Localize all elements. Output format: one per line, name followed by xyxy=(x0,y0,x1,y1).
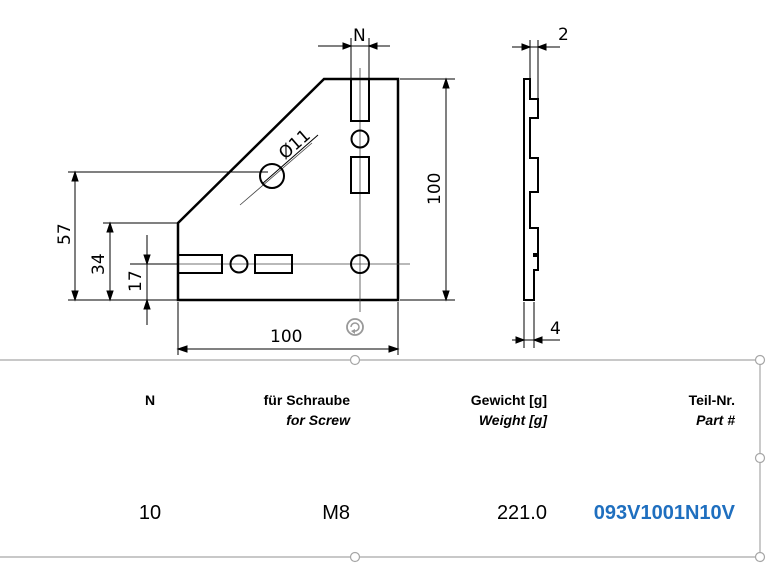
frame-handle-top[interactable] xyxy=(349,354,361,366)
slot-vertical-mid xyxy=(350,156,370,194)
dim-n-label: N xyxy=(353,26,366,46)
header-weight: Gewicht [g] Weight [g] xyxy=(470,392,547,428)
header-part: Teil-Nr. Part # xyxy=(688,392,735,428)
hole-large xyxy=(259,163,285,189)
rotate-icon[interactable] xyxy=(346,318,364,336)
plate-outline xyxy=(176,77,400,302)
frame-handle-bottom[interactable] xyxy=(349,551,361,563)
header-screw: für Schraube for Screw xyxy=(263,392,350,428)
frame-handle-bottom-right[interactable] xyxy=(754,551,766,563)
header-n: N xyxy=(144,392,156,408)
frame-handle-top-right[interactable] xyxy=(754,354,766,366)
dim-34-label: 34 xyxy=(89,253,109,275)
hole-bottom-left xyxy=(229,254,249,274)
hole-corner xyxy=(350,254,370,274)
hole-top-right xyxy=(350,129,370,149)
dim-width-label: 100 xyxy=(270,327,302,347)
dim-height-label: 100 xyxy=(425,173,445,205)
slot-vertical-top xyxy=(350,78,370,122)
cell-weight: 221.0 xyxy=(496,502,547,524)
dim-17-label: 17 xyxy=(126,270,146,292)
dim-57-label: 57 xyxy=(55,223,75,245)
dim-thickness-label: 2 xyxy=(558,25,569,45)
dim-4-label: 4 xyxy=(550,319,561,339)
part-number-link[interactable]: 093V1001N10V xyxy=(593,502,735,524)
side-view xyxy=(523,78,539,301)
cell-screw: M8 xyxy=(322,502,350,524)
spec-table: N für Schraube for Screw Gewicht [g] Wei… xyxy=(0,360,780,587)
frame-handle-right[interactable] xyxy=(754,452,766,464)
cell-n: 10 xyxy=(138,502,162,524)
slot-horizontal-mid xyxy=(254,254,293,274)
